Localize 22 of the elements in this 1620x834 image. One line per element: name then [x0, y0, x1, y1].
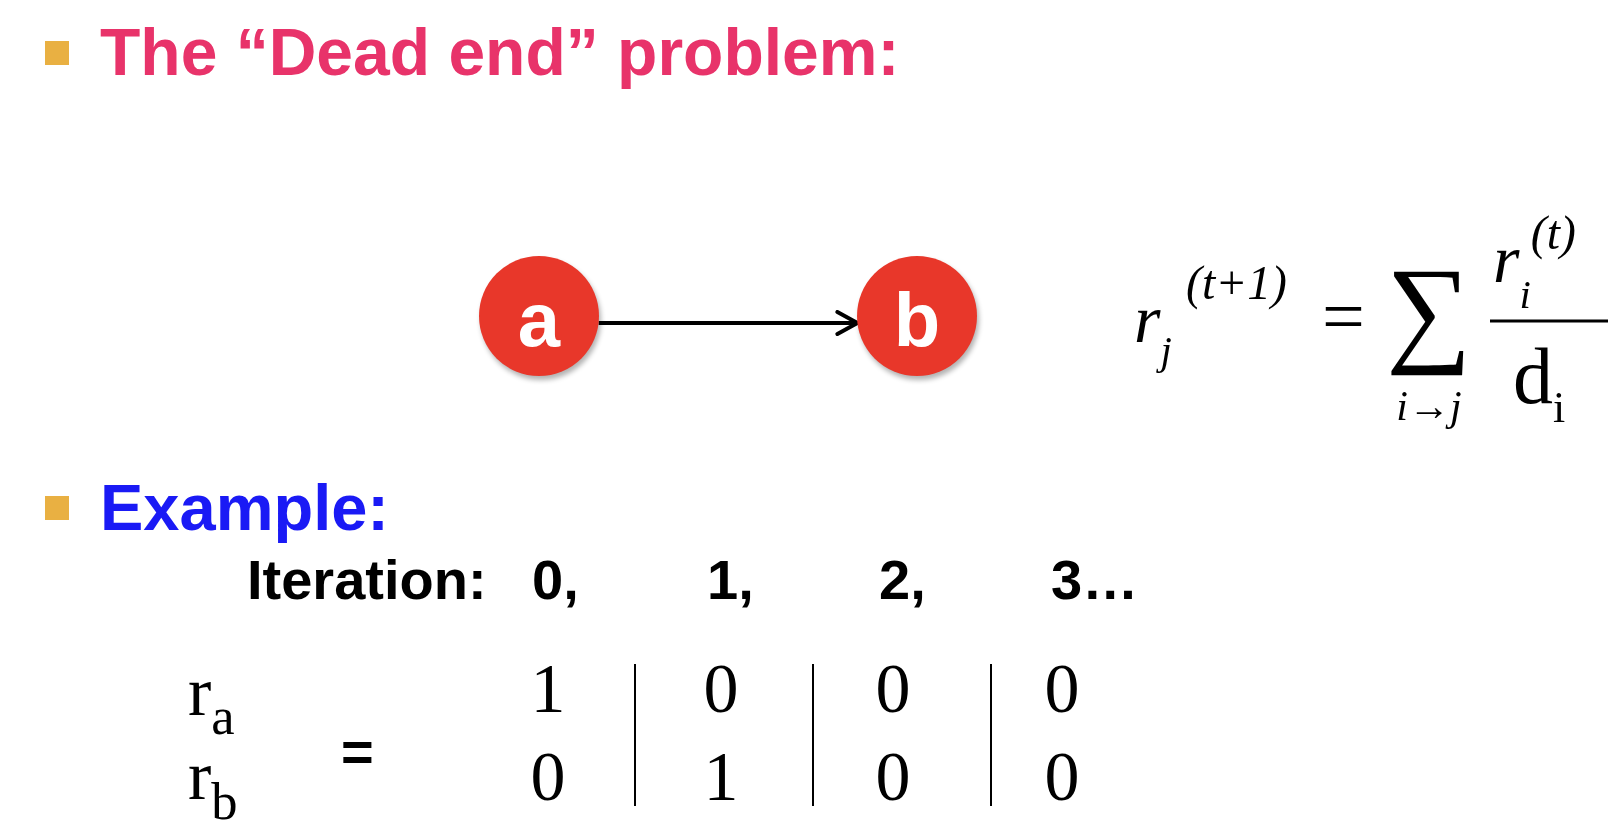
table-value: 0	[1044, 654, 1080, 724]
table-value: 1	[530, 654, 566, 724]
iteration-number: 3…	[1051, 552, 1139, 608]
table-value: 0	[530, 742, 566, 812]
table-value: 0	[875, 654, 911, 724]
iteration-number: 0,	[532, 552, 579, 608]
node-label: a	[517, 276, 561, 358]
table-value: 0	[875, 742, 911, 812]
fraction-denominator: d$_{i}$	[1513, 336, 1566, 430]
sum-index: i→j	[1396, 385, 1462, 427]
table-value: 1	[703, 742, 739, 812]
equals-sign: =	[341, 724, 374, 780]
table-value: 0	[1044, 742, 1080, 812]
node-label: b	[893, 276, 941, 358]
rank-variable: r$_{b}$	[188, 743, 238, 828]
rank-variable: r$_{a}$	[188, 659, 235, 743]
iteration-number: 2,	[879, 552, 926, 608]
equals-sign: =	[1322, 278, 1365, 354]
iteration-number: 1,	[707, 552, 754, 608]
sum-symbol: ∑	[1386, 242, 1472, 378]
row-heading: Iteration:	[247, 552, 487, 608]
table-value: 0	[703, 654, 739, 724]
